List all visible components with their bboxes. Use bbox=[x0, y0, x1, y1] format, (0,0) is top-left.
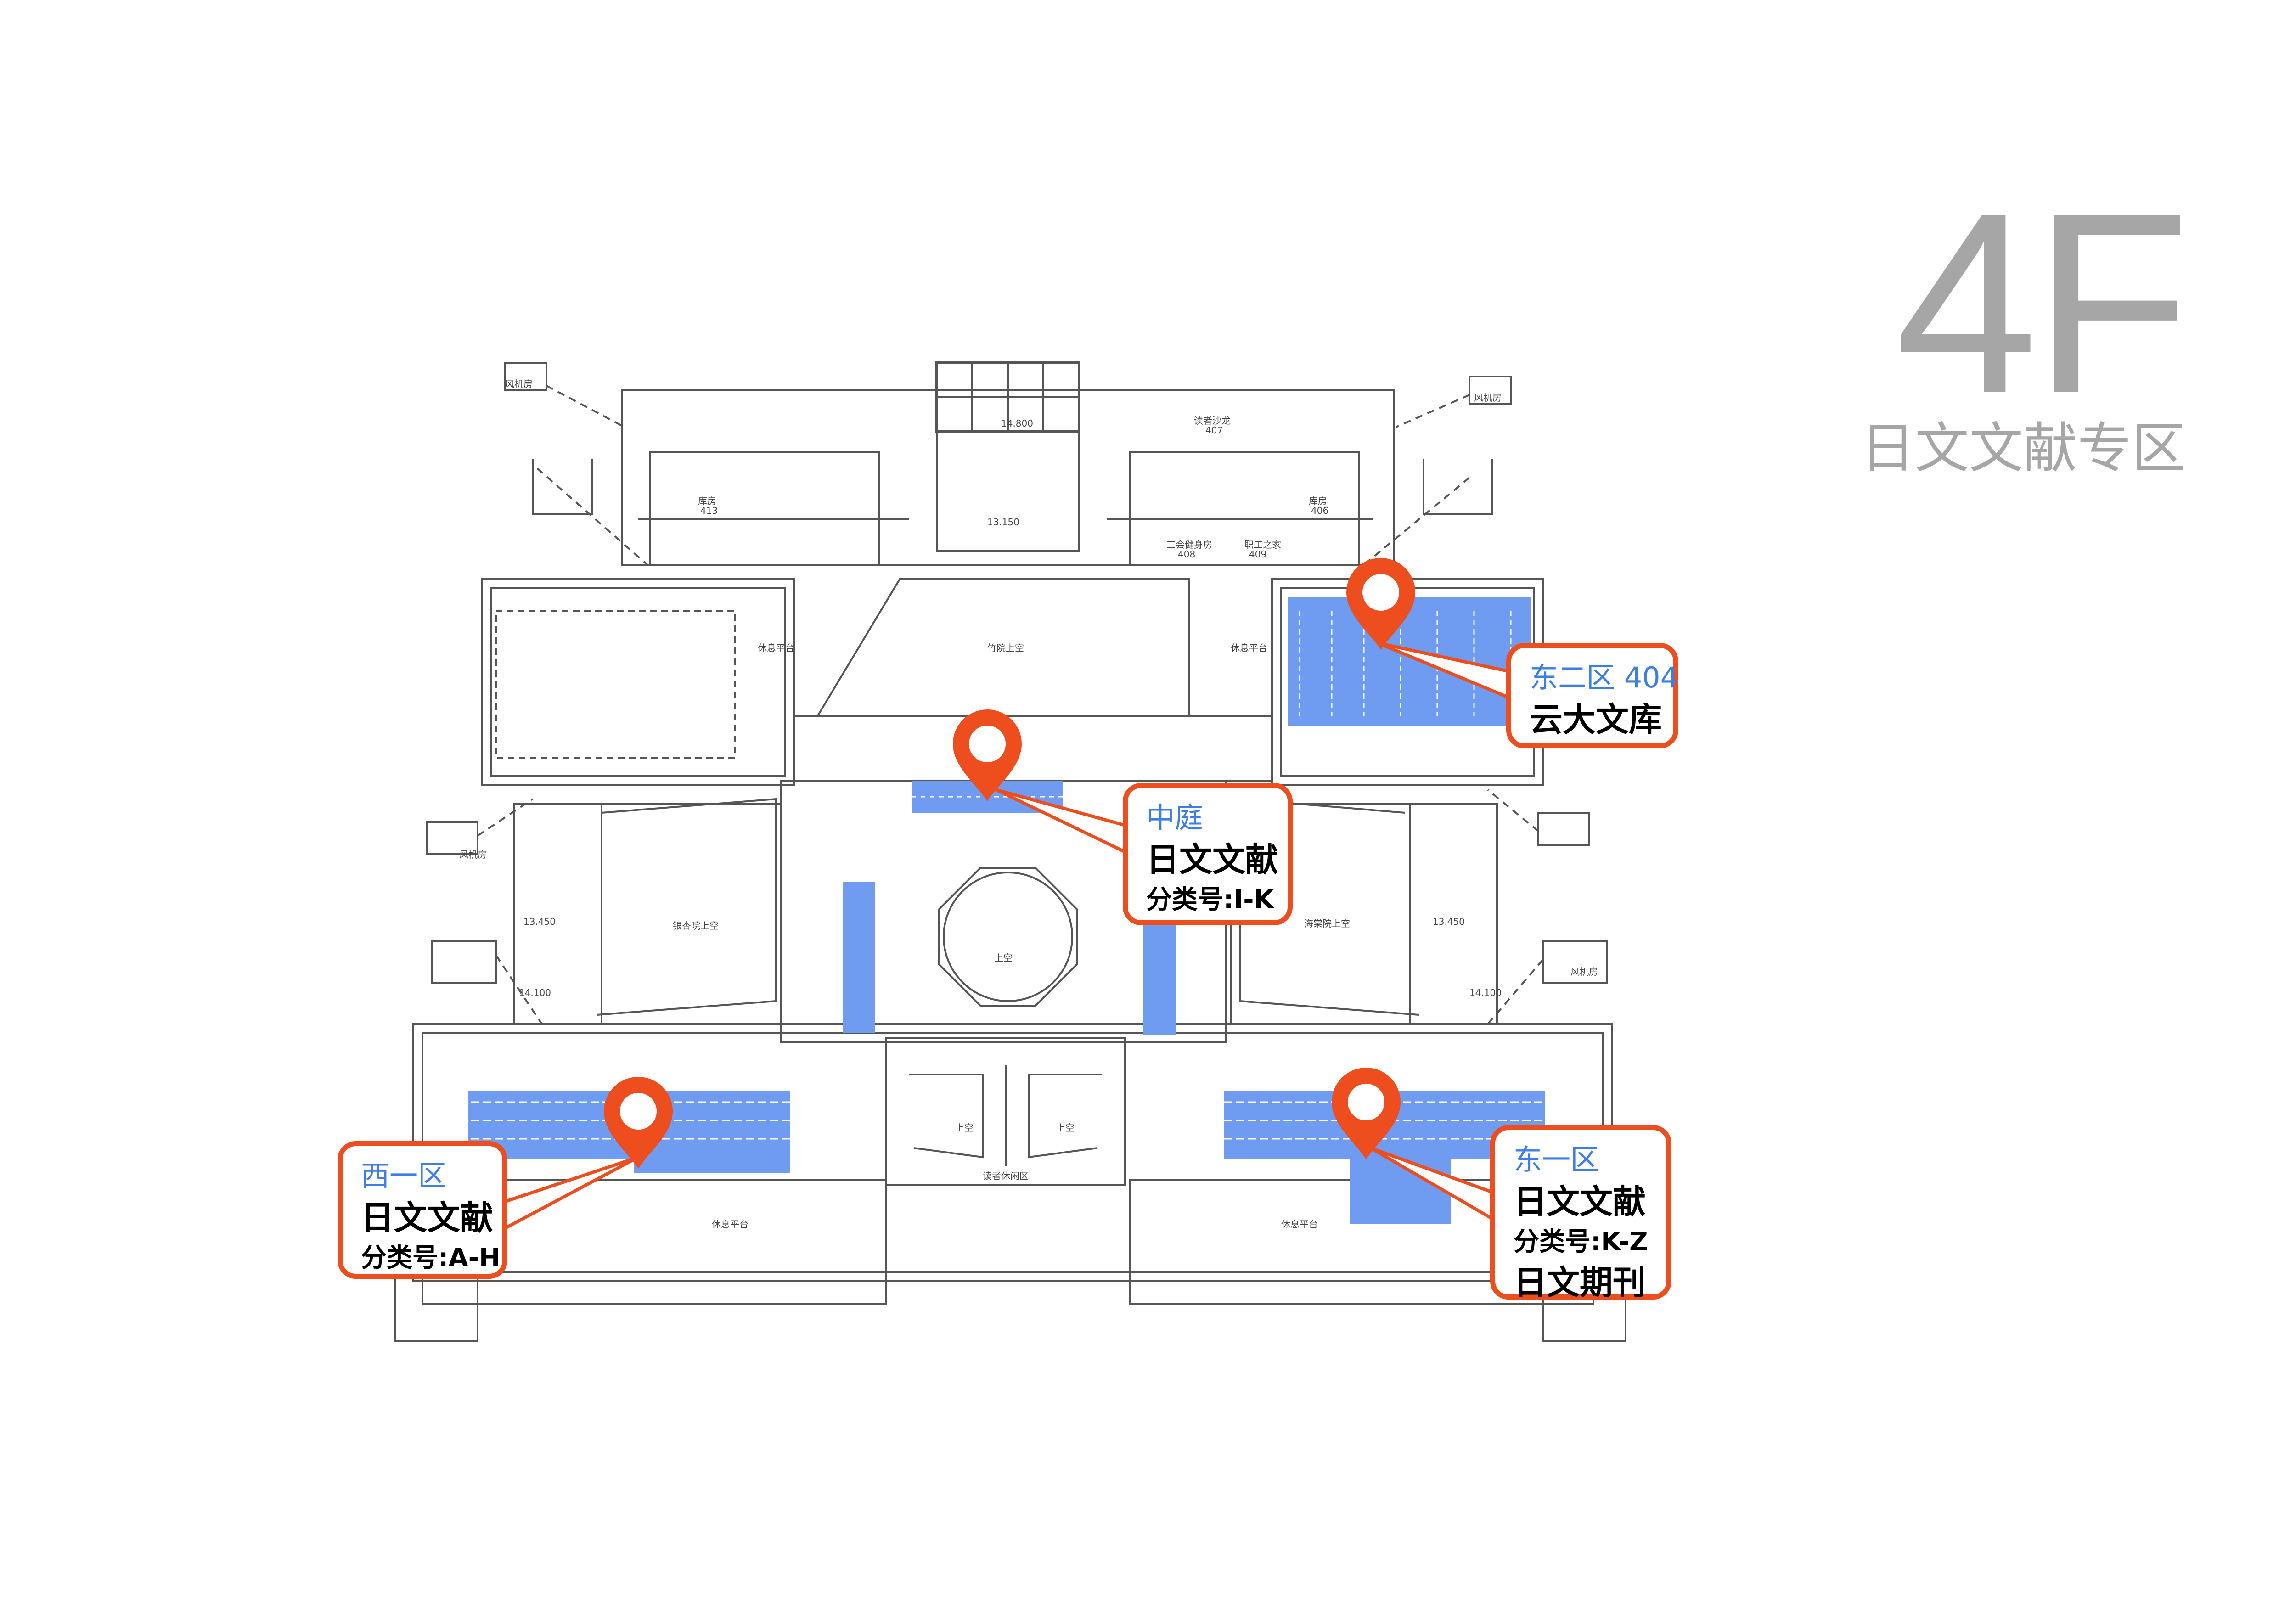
callout-courtyard: 中庭 日文文献 分类号:I-K bbox=[1123, 783, 1293, 925]
floor-number: 4F bbox=[1895, 159, 2190, 447]
classification-range: 分类号:I-K bbox=[1146, 885, 1274, 915]
location-pin-icon bbox=[953, 709, 1022, 801]
label-gym: 工会健身房 bbox=[1166, 539, 1212, 550]
label-fan-room-3: 风机房 bbox=[459, 849, 487, 860]
classification-range: 分类号:K-Z bbox=[1514, 1227, 1648, 1257]
collection-extra: 日文期刊 bbox=[1514, 1263, 1646, 1302]
callout-east2: 东二区 404 云大文库 bbox=[1506, 643, 1678, 748]
zone-label: 东二区 404 bbox=[1530, 661, 1679, 694]
zone-west1-lower bbox=[634, 1159, 790, 1173]
label-fan-room-1: 风机房 bbox=[505, 378, 533, 389]
collection-name: 日文文献 bbox=[1514, 1182, 1646, 1221]
zone-label: 东一区 bbox=[1514, 1143, 1599, 1176]
label-fan-room-4: 风机房 bbox=[1570, 966, 1598, 977]
label-gym-no: 408 bbox=[1178, 549, 1196, 560]
label-bamboo-void: 竹院上空 bbox=[987, 642, 1024, 653]
collection-name: 日文文献 bbox=[1146, 840, 1279, 879]
label-void-1: 上空 bbox=[994, 952, 1013, 963]
label-ginkgo-void: 银杏院上空 bbox=[673, 920, 719, 931]
label-reader-salon: 读者沙龙 bbox=[1194, 415, 1231, 426]
location-pin-icon bbox=[604, 1077, 673, 1169]
label-elev-left: 13.450 bbox=[523, 916, 556, 927]
label-rest-platform-bottom-left: 休息平台 bbox=[712, 1219, 748, 1230]
label-staff-home-no: 409 bbox=[1249, 549, 1267, 560]
zone-label: 西一区 bbox=[361, 1159, 447, 1193]
zone-east1-lower bbox=[1350, 1159, 1451, 1224]
label-reader-rest: 读者休闲区 bbox=[983, 1170, 1029, 1182]
zone-label: 中庭 bbox=[1146, 801, 1204, 834]
zone-courtyard-left bbox=[843, 882, 875, 1033]
location-pin-icon bbox=[1346, 558, 1415, 650]
label-elev-top: 14.800 bbox=[1001, 418, 1033, 429]
label-rest-platform-left: 休息平台 bbox=[758, 642, 794, 653]
label-void-2: 上空 bbox=[955, 1122, 974, 1133]
label-rest-platform-right: 休息平台 bbox=[1231, 642, 1267, 653]
label-salon-no: 407 bbox=[1205, 425, 1223, 436]
label-void-3: 上空 bbox=[1056, 1122, 1075, 1133]
label-storage-right: 库房 bbox=[1309, 495, 1327, 506]
label-elev-mid: 13.150 bbox=[987, 517, 1019, 528]
collection-name: 日文文献 bbox=[361, 1198, 494, 1237]
zone-courtyard-right bbox=[1143, 921, 1176, 1035]
callout-pointers bbox=[499, 641, 1517, 1233]
label-elev-stair-r: 14.100 bbox=[1469, 987, 1502, 998]
label-elev-stair-l: 14.100 bbox=[519, 987, 551, 998]
location-pin-icon bbox=[1332, 1068, 1401, 1159]
callout-east1: 东一区 日文文献 分类号:K-Z 日文期刊 bbox=[1490, 1125, 1671, 1302]
label-elev-right: 13.450 bbox=[1433, 916, 1465, 927]
label-staff-home: 职工之家 bbox=[1244, 539, 1281, 550]
label-storage-left-no: 413 bbox=[700, 505, 718, 516]
label-storage-right-no: 406 bbox=[1311, 505, 1329, 516]
floor-subtitle: 日文文献专区 bbox=[1860, 416, 2186, 480]
collection-name: 云大文库 bbox=[1530, 700, 1662, 739]
classification-range: 分类号:A-H bbox=[361, 1243, 501, 1273]
building-outline bbox=[394, 361, 1626, 1342]
zone-east2 bbox=[1288, 597, 1531, 726]
label-crabapple-void: 海棠院上空 bbox=[1304, 918, 1350, 929]
label-rest-platform-bottom-right: 休息平台 bbox=[1281, 1219, 1318, 1230]
label-fan-room-2: 风机房 bbox=[1474, 392, 1502, 403]
callout-west1: 西一区 日文文献 分类号:A-H bbox=[338, 1141, 507, 1279]
label-storage-left: 库房 bbox=[698, 495, 716, 506]
